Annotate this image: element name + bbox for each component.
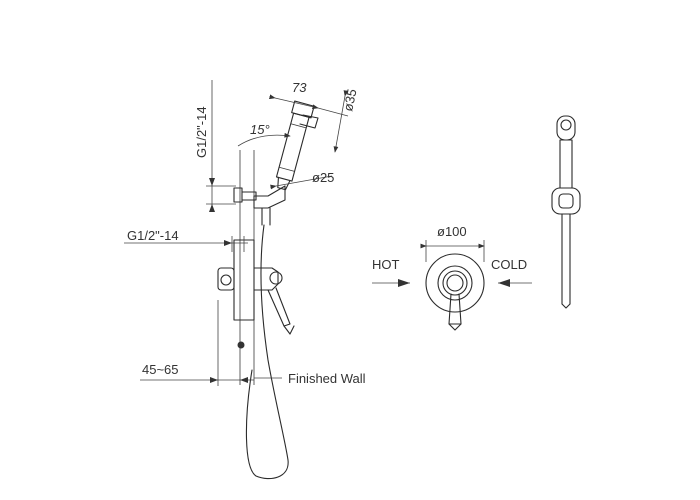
hot-label: HOT (372, 257, 400, 272)
escutcheon-ring (437, 265, 473, 301)
holder-bracket (253, 185, 286, 209)
valve-handle-base (253, 267, 279, 291)
finished-wall-label: Finished Wall (288, 371, 366, 386)
holder-inner (558, 193, 574, 209)
hose-end (561, 303, 571, 309)
handle-tip (277, 176, 291, 191)
valve-lever (267, 287, 291, 327)
hose-clip (237, 341, 245, 349)
arrowhead (224, 240, 232, 246)
shower-handle (275, 112, 310, 182)
arrowhead (209, 178, 215, 186)
angle-arc (237, 132, 291, 147)
cold-arrow-icon (498, 279, 510, 287)
handle-line (278, 166, 295, 172)
hand-shower-front (551, 115, 581, 309)
holder-front (551, 187, 581, 215)
arrowhead (209, 204, 215, 212)
nozzle (560, 119, 572, 131)
dim-73-line (269, 94, 319, 110)
dim-d25-line (270, 175, 333, 190)
arrowhead (210, 377, 218, 383)
valve-port (220, 274, 232, 286)
dim-d35-line (333, 90, 349, 153)
handle-cap (446, 274, 464, 292)
dim-d25-label: ø25 (312, 170, 334, 185)
dim-45-65-label: 45~65 (142, 362, 179, 377)
dim-73-label: 73 (292, 80, 307, 95)
hand-shower (275, 100, 315, 191)
arrowhead (240, 377, 248, 383)
hose (245, 224, 289, 480)
handle-hub (442, 270, 468, 296)
handle-front (559, 139, 573, 189)
cold-label: COLD (491, 257, 527, 272)
side-view: 73 ø35 15° ø25 G1/2"-14 G1/2"-14 45~65 F (124, 80, 366, 480)
handle-line (290, 123, 307, 129)
connector (261, 207, 271, 226)
front-view: ø100 HOT COLD (372, 224, 532, 331)
front-lever (448, 293, 462, 325)
valve-knob (269, 271, 283, 285)
trigger-lever (299, 114, 319, 129)
dim-d35-label: ø35 (340, 88, 359, 113)
dim-thread-left-label: G1/2"-14 (127, 228, 179, 243)
dim-angle-label: 15° (250, 122, 270, 137)
front-lever-tip (448, 323, 462, 331)
dim-d100-label: ø100 (437, 224, 467, 239)
hot-arrow-icon (398, 279, 410, 287)
lever-tip (283, 325, 295, 335)
valve-body (217, 267, 235, 291)
bracket-plate (233, 187, 243, 203)
escutcheon-outer (425, 253, 485, 313)
dim-thread-top-label: G1/2"-14 (194, 106, 209, 158)
